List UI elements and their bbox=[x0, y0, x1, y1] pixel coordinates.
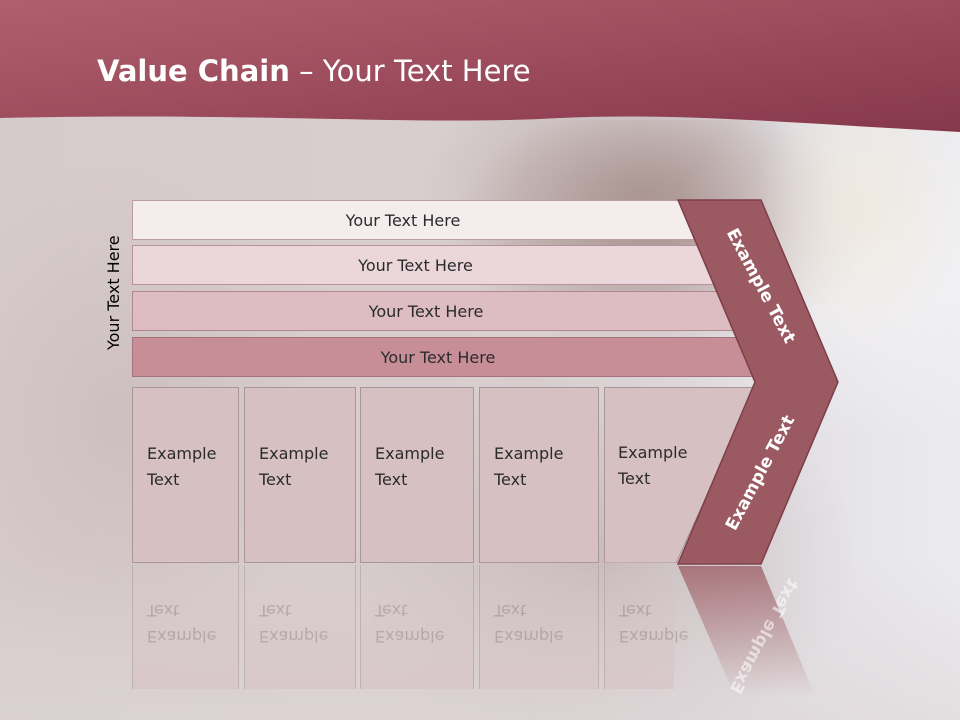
column-5-shape bbox=[604, 387, 757, 563]
header-band bbox=[0, 0, 960, 132]
column-3-reflection-line2: Text bbox=[375, 601, 408, 620]
column-5: Example Text bbox=[604, 387, 764, 563]
column-1-reflection-line1: Example bbox=[147, 627, 217, 646]
bar-3: Your Text Here bbox=[132, 291, 740, 331]
column-3: Example Text bbox=[360, 387, 474, 563]
page-title: Value Chain – Your Text Here bbox=[97, 54, 531, 88]
column-1: Example Text bbox=[132, 387, 239, 563]
column-1-reflection: Example Text bbox=[132, 565, 239, 689]
column-3-reflection-line1: Example bbox=[375, 627, 445, 646]
column-4-line1: Example bbox=[494, 444, 564, 463]
column-2-reflection: Example Text bbox=[244, 565, 356, 689]
column-5-line2: Text bbox=[618, 469, 651, 488]
column-2-line2: Text bbox=[259, 470, 292, 489]
chevron-reflection bbox=[678, 566, 815, 696]
column-3-line2: Text bbox=[375, 470, 408, 489]
bar-1-label: Your Text Here bbox=[345, 210, 461, 230]
column-2-reflection-line1: Example bbox=[259, 627, 329, 646]
column-1-line2: Text bbox=[147, 470, 180, 489]
bar-3-label: Your Text Here bbox=[368, 301, 484, 321]
column-5-reflection: Example Text bbox=[604, 565, 688, 689]
side-label: Your Text Here bbox=[104, 235, 123, 350]
column-4-reflection: Example Text bbox=[479, 565, 599, 689]
column-2-reflection-line2: Text bbox=[259, 601, 292, 620]
column-1-reflection-line2: Text bbox=[147, 601, 180, 620]
column-2-line1: Example bbox=[259, 444, 329, 463]
bar-1: Your Text Here bbox=[132, 200, 694, 240]
column-1-line1: Example bbox=[147, 444, 217, 463]
bar-2: Your Text Here bbox=[132, 245, 719, 285]
chevron-arrow bbox=[676, 199, 839, 565]
bar-4: Your Text Here bbox=[132, 337, 764, 377]
bar-4-label: Your Text Here bbox=[380, 347, 496, 367]
column-3-reflection: Example Text bbox=[360, 565, 474, 689]
column-4-reflection-line1: Example bbox=[494, 627, 564, 646]
column-4-reflection-line2: Text bbox=[494, 601, 527, 620]
bar-2-label: Your Text Here bbox=[358, 255, 473, 275]
column-3-line1: Example bbox=[375, 444, 445, 463]
column-4: Example Text bbox=[479, 387, 599, 563]
column-2: Example Text bbox=[244, 387, 356, 563]
column-4-line2: Text bbox=[494, 470, 527, 489]
column-5-line1: Example bbox=[618, 443, 688, 462]
